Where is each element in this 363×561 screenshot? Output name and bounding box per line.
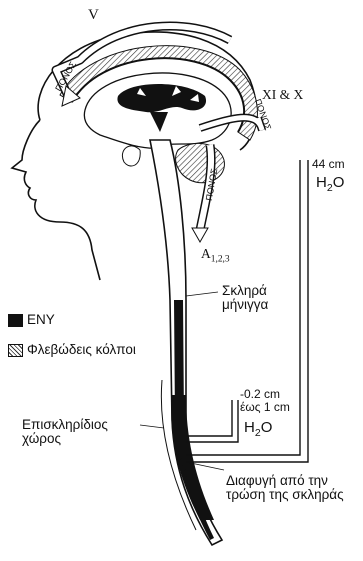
leak-label-line1: Διαφυγή από την bbox=[226, 474, 344, 488]
leak-label: Διαφυγή από την τρώση της σκληράς bbox=[226, 474, 344, 502]
csf-lumbar-pool bbox=[171, 395, 214, 520]
pressure-low-line2: έως 1 cm bbox=[240, 401, 290, 414]
epidural-label: Επισκληρίδιος χώρος bbox=[22, 418, 108, 446]
dura-label-line2: μήνιγγα bbox=[222, 298, 268, 312]
pressure-high-unit: H2O bbox=[316, 175, 344, 194]
leak-label-line2: τρώση της σκληράς bbox=[226, 488, 344, 502]
legend-label-csf: ΕΝΥ bbox=[27, 313, 55, 327]
legend-swatch-sinus bbox=[8, 344, 23, 357]
label-v: V bbox=[88, 8, 99, 24]
pressure-low-unit: H2O bbox=[244, 420, 272, 439]
legend-swatch-csf bbox=[8, 314, 23, 327]
pressure-low-line1: -0.2 cm bbox=[240, 388, 290, 401]
label-a123: A1,2,3 bbox=[201, 247, 230, 266]
dura-label-line1: Σκληρά bbox=[222, 284, 268, 298]
pressure-high-unit-h: H bbox=[316, 174, 327, 191]
manometer-low-tube bbox=[186, 400, 238, 442]
flow-arrow-a-head bbox=[192, 228, 208, 242]
pressure-low-unit-h: H bbox=[244, 419, 255, 436]
label-a-sub: 1,2,3 bbox=[211, 255, 230, 265]
label-xi-x: XI & X bbox=[262, 88, 303, 102]
epidural-label-line1: Επισκληρίδιος bbox=[22, 418, 108, 432]
label-a: A bbox=[201, 246, 211, 261]
pressure-high-unit-o: O bbox=[333, 174, 345, 191]
ear-outline bbox=[122, 146, 140, 166]
leader-epidural bbox=[140, 425, 164, 428]
epidural-label-line2: χώρος bbox=[22, 432, 108, 446]
dura-label: Σκληρά μήνιγγα bbox=[222, 284, 268, 312]
pressure-low-unit-o: O bbox=[261, 419, 273, 436]
pressure-low-label: -0.2 cm έως 1 cm bbox=[240, 388, 290, 413]
pressure-high-value: 44 cm bbox=[312, 158, 345, 171]
legend-label-sinus: Φλεβώδεις κόλποι bbox=[27, 343, 136, 357]
leader-dura bbox=[186, 292, 218, 296]
